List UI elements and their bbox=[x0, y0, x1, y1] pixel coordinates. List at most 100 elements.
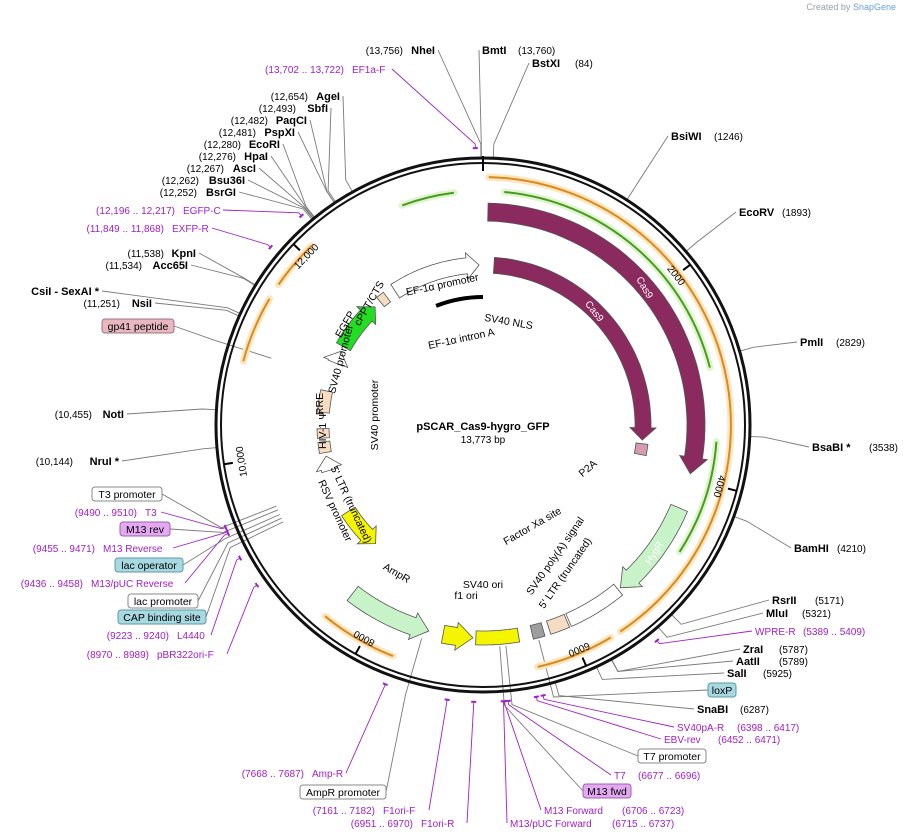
orf-arc-reverse-1 bbox=[324, 615, 394, 658]
leader-line bbox=[270, 155, 315, 218]
leader-line bbox=[210, 557, 241, 636]
site-snabi: SnaBI(6287) bbox=[697, 704, 769, 716]
feature-ef1a-intron-bar bbox=[435, 295, 484, 308]
site-position: (4210) bbox=[837, 544, 866, 555]
site-name: AscI bbox=[233, 163, 256, 175]
boxed-cap-binding-site: CAP binding site bbox=[117, 609, 207, 625]
site-acc65i: Acc65I(11,534) bbox=[105, 260, 188, 272]
site-position: (12,654) bbox=[271, 92, 308, 103]
site-name: EcoRI bbox=[249, 139, 280, 151]
leader-line bbox=[190, 264, 255, 286]
primer-ef1a-f: EF1a-F(13,702 .. 13,722) bbox=[265, 65, 478, 150]
leader-line bbox=[327, 107, 336, 202]
tick-mark-12000 bbox=[292, 243, 301, 252]
feature-egfp-16 bbox=[335, 306, 377, 352]
primer-mark bbox=[225, 528, 230, 535]
leader-line bbox=[161, 493, 277, 529]
leader-line bbox=[538, 639, 709, 698]
site-agei: AgeI(12,654) bbox=[271, 91, 340, 103]
leader-line bbox=[282, 143, 315, 218]
snapgene-credit: Created by SnapGene bbox=[806, 2, 896, 12]
tick-label-10000: 10,000 bbox=[234, 445, 250, 477]
primer-range: (6715 .. 6737) bbox=[612, 819, 674, 830]
map-center: pSCAR_Cas9-hygro_GFP 13,773 bp bbox=[416, 421, 549, 446]
leader-lines bbox=[101, 49, 810, 824]
site-position: (1893) bbox=[782, 208, 811, 219]
primer-m13-puc-forward: M13/pUC Forward(6715 .. 6737) bbox=[500, 700, 674, 830]
leader-line bbox=[428, 699, 448, 811]
leader-line bbox=[345, 684, 386, 774]
primer-mark bbox=[444, 698, 450, 701]
primer-mark bbox=[223, 524, 228, 531]
primer-name: EGFP-C bbox=[183, 206, 221, 217]
primer-range: (7161 .. 7182) bbox=[313, 806, 375, 817]
leader-line bbox=[222, 209, 302, 217]
site-kpni: KpnI(11,538) bbox=[127, 248, 196, 260]
site-pmli: PmlI(2829) bbox=[800, 337, 865, 349]
leader-line bbox=[211, 227, 271, 248]
primer-name: EXFP-R bbox=[172, 224, 209, 235]
site-position: (2829) bbox=[836, 338, 865, 349]
site-name: NheI bbox=[411, 45, 435, 57]
primer-range: (6452 .. 6471) bbox=[718, 735, 780, 746]
leader-line bbox=[478, 49, 482, 158]
primer-range: (8970 .. 8989) bbox=[87, 650, 149, 661]
feature-ef-1-promoter-18 bbox=[390, 251, 480, 299]
site-zrai: ZraI(5787) bbox=[743, 644, 808, 656]
site-position: (5925) bbox=[763, 669, 792, 680]
boxed-label-text: loxP bbox=[712, 685, 732, 697]
leader-line bbox=[437, 49, 482, 158]
boxed-lac-operator: lac operator bbox=[114, 557, 184, 573]
boxed-label-bg bbox=[127, 593, 199, 609]
orf-arc-reverse-2 bbox=[242, 298, 271, 362]
tick-mark-2000 bbox=[682, 263, 691, 271]
leader-line bbox=[197, 517, 282, 602]
feature-cas9-0 bbox=[487, 202, 709, 475]
site-name: BsaBI * bbox=[812, 442, 851, 454]
site-position: (6287) bbox=[740, 705, 769, 716]
site-name: BsrGI bbox=[206, 187, 236, 199]
boxed-label-bg bbox=[707, 682, 737, 698]
leader-line bbox=[626, 135, 669, 200]
site-position: (13,760) bbox=[518, 46, 555, 57]
site-name: BamHI bbox=[794, 543, 829, 555]
leader-line bbox=[385, 638, 423, 793]
orf-arcs bbox=[239, 173, 735, 671]
primer-exfp-r: EXFP-R (11,849 .. 11,868) bbox=[87, 224, 274, 250]
orf-arc-green-1 bbox=[504, 191, 711, 368]
orf-arc-green-2 bbox=[678, 441, 718, 553]
leader-line bbox=[297, 131, 335, 203]
site-name: BstXI bbox=[532, 58, 560, 70]
leader-line bbox=[173, 325, 272, 359]
site-name: Acc65I bbox=[153, 260, 188, 272]
site-paqci: PaqCI(12,482) bbox=[231, 115, 307, 127]
site-position: (5171) bbox=[815, 596, 844, 607]
primer-name: Amp-R bbox=[312, 769, 343, 780]
site-name: AatII bbox=[736, 656, 760, 668]
primer-range: (9490 .. 9510) bbox=[75, 508, 137, 519]
site-position: (5321) bbox=[802, 609, 831, 620]
primer-name: L4440 bbox=[177, 631, 205, 642]
site-position: (10,144) bbox=[36, 457, 73, 468]
primer-mark bbox=[654, 638, 660, 643]
feature-5-ltr-truncated-5 bbox=[546, 613, 571, 635]
boxed-label-text: T7 promoter bbox=[643, 751, 701, 763]
tick-mark-4000 bbox=[727, 487, 737, 492]
primer-name: WPRE-R bbox=[755, 627, 796, 638]
plasmid-backbone bbox=[214, 156, 752, 694]
leader-line bbox=[121, 447, 217, 462]
boxed-label-bg bbox=[101, 318, 175, 334]
feature-hiv-1-13 bbox=[316, 428, 330, 440]
primer-mark bbox=[237, 555, 243, 561]
primer-mark bbox=[268, 244, 274, 250]
inner-label-12: Factor Xa site bbox=[501, 505, 563, 548]
leader-line bbox=[184, 533, 229, 584]
site-asci: AscI(12,267) bbox=[187, 163, 256, 175]
leader-line bbox=[554, 682, 695, 710]
boxed-label-text: M13 rev bbox=[126, 524, 165, 536]
leader-line bbox=[101, 290, 240, 314]
tick-label-8000: 8000 bbox=[352, 627, 377, 648]
tick-mark-6000 bbox=[581, 657, 588, 667]
primer-range: (11,849 .. 11,868) bbox=[87, 224, 164, 235]
